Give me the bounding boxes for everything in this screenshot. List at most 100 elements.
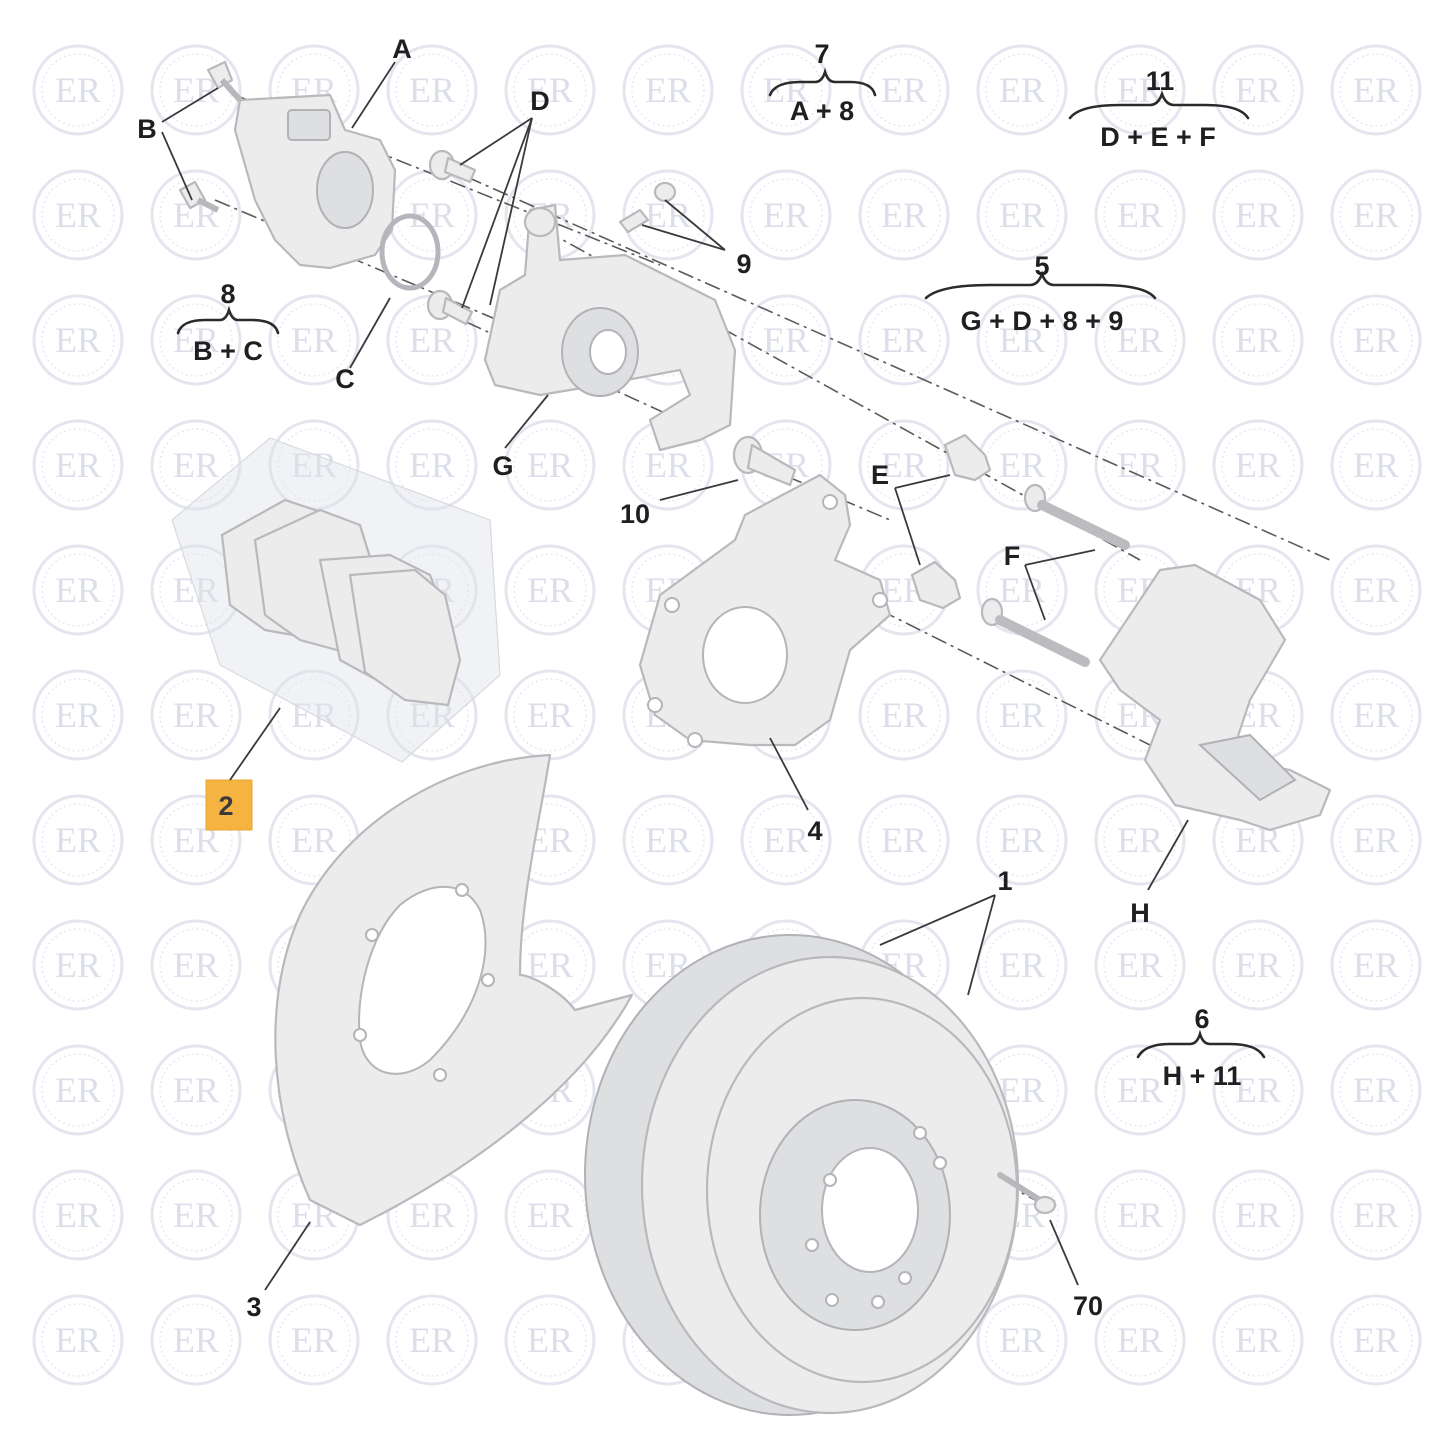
label-G: G <box>492 451 513 481</box>
watermark-tile: ER <box>1330 669 1422 761</box>
watermark-tile: ER <box>1094 169 1186 261</box>
watermark-text: ER <box>645 70 691 110</box>
watermark-text: ER <box>1353 195 1399 235</box>
watermark-text: ER <box>527 70 573 110</box>
label-B: B <box>137 114 157 144</box>
label-3: 3 <box>246 1292 261 1322</box>
watermark-tile: ER <box>504 669 596 761</box>
watermark-text: ER <box>409 445 455 485</box>
watermark-tile: ER <box>150 419 242 511</box>
watermark-text: ER <box>763 195 809 235</box>
watermark-tile: ER <box>504 1294 596 1386</box>
watermark-text: ER <box>881 445 927 485</box>
watermark-tile: ER <box>268 1294 360 1386</box>
watermark-tile: ER <box>32 669 124 761</box>
caliper-body-part <box>483 203 737 452</box>
part-labels: A B C D E F G H 1 2 3 4 9 10 70 7 A + 8 … <box>137 34 1241 1322</box>
watermark-tile: ER <box>386 294 478 386</box>
watermark-text: ER <box>999 445 1045 485</box>
watermark-tile: ER <box>504 44 596 136</box>
watermark-text: ER <box>291 445 337 485</box>
watermark-tile: ER <box>32 1294 124 1386</box>
group-5-number: 5 <box>1034 251 1049 281</box>
watermark-text: ER <box>1235 1070 1281 1110</box>
group-braces <box>176 67 1266 1059</box>
watermark-tile: ER <box>976 294 1068 386</box>
watermark-tile: ER <box>150 919 242 1011</box>
watermark-tile: ER <box>504 419 596 511</box>
watermark-text: ER <box>1117 445 1163 485</box>
watermark-text: ER <box>1117 1070 1163 1110</box>
group-8-number: 8 <box>220 279 235 309</box>
watermark-tile: ER <box>1212 294 1304 386</box>
watermark-text: ER <box>1117 195 1163 235</box>
guide-boots-part <box>910 433 992 610</box>
watermark-tile: ER <box>386 1169 478 1261</box>
label-C: C <box>335 364 355 394</box>
watermark-tile: ER <box>976 169 1068 261</box>
watermark-text: ER <box>527 445 573 485</box>
watermark-text: ER <box>763 820 809 860</box>
watermark-text: ER <box>1117 945 1163 985</box>
watermark-text: ER <box>527 1320 573 1360</box>
watermark-tile: ER <box>858 419 950 511</box>
watermark-tile: ER <box>150 669 242 761</box>
watermark-tile: ER <box>1330 419 1422 511</box>
watermark-text: ER <box>645 445 691 485</box>
watermark-text: ER <box>999 945 1045 985</box>
label-9: 9 <box>736 249 751 279</box>
watermark-text: ER <box>881 820 927 860</box>
watermark-tile: ER <box>1094 919 1186 1011</box>
watermark-text: ER <box>1235 320 1281 360</box>
watermark-tile: ER <box>32 794 124 886</box>
watermark-text: ER <box>999 1320 1045 1360</box>
watermark-text: ER <box>999 570 1045 610</box>
watermark-text: ER <box>173 1195 219 1235</box>
watermark-tile: ER <box>976 544 1068 636</box>
group-7-formula: A + 8 <box>790 96 854 126</box>
watermark-text: ER <box>1117 1195 1163 1235</box>
watermark-text: ER <box>409 1320 455 1360</box>
watermark-text: ER <box>55 70 101 110</box>
watermark-text: ER <box>999 70 1045 110</box>
watermark-tile: ER <box>386 1294 478 1386</box>
label-F: F <box>1004 541 1021 571</box>
watermark-text: ER <box>55 320 101 360</box>
watermark-text: ER <box>1235 1195 1281 1235</box>
watermark-text: ER <box>409 70 455 110</box>
watermark-text: ER <box>291 820 337 860</box>
watermark-text: ER <box>1353 570 1399 610</box>
watermark-tile: ER <box>1330 794 1422 886</box>
watermark-tile: ER <box>1330 1044 1422 1136</box>
watermark-tile: ER <box>858 44 950 136</box>
watermark-text: ER <box>173 1070 219 1110</box>
watermark-tile: ER <box>386 44 478 136</box>
label-H: H <box>1130 898 1150 928</box>
group-11-formula: D + E + F <box>1100 122 1216 152</box>
watermark-tile: ER <box>32 44 124 136</box>
watermark-text: ER <box>999 320 1045 360</box>
label-D: D <box>530 86 550 116</box>
watermark-text: ER <box>1117 320 1163 360</box>
watermark-text: ER <box>55 570 101 610</box>
watermark-text: ER <box>55 695 101 735</box>
watermark-text: ER <box>173 445 219 485</box>
watermark-text: ER <box>1117 820 1163 860</box>
watermark-text: ER <box>409 1195 455 1235</box>
watermark-tile: ER <box>150 544 242 636</box>
watermark-tile: ER <box>976 419 1068 511</box>
watermark-text: ER <box>1117 1320 1163 1360</box>
watermark-tile: ER <box>1212 419 1304 511</box>
watermark-tile: ER <box>1094 794 1186 886</box>
watermark-tile: ER <box>504 544 596 636</box>
watermark-text: ER <box>999 195 1045 235</box>
watermark-text: ER <box>1353 70 1399 110</box>
watermark-tile: ER <box>32 544 124 636</box>
label-A: A <box>392 34 412 64</box>
leader-lines <box>161 61 1189 1291</box>
watermark-text: ER <box>55 1070 101 1110</box>
o-ring-part <box>379 213 441 291</box>
watermark-tile: ER <box>622 44 714 136</box>
